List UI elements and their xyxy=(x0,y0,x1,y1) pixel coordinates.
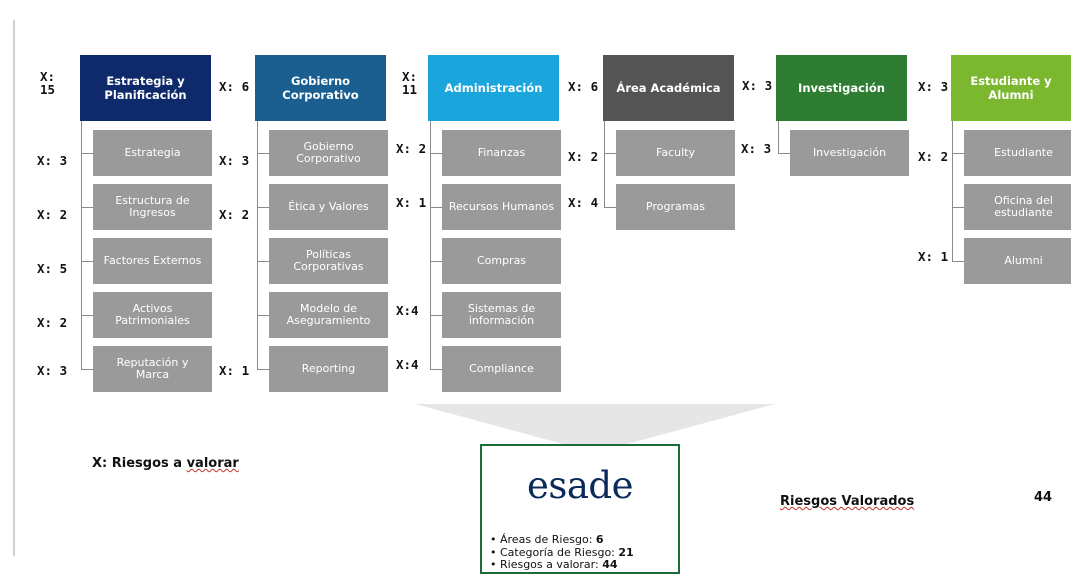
subcategory-risk-count: X: 2 xyxy=(37,315,68,330)
subcategory-box: Compliance xyxy=(442,346,561,392)
category-risk-count: X: 11 xyxy=(402,69,418,97)
connector-vertical xyxy=(430,121,431,369)
connector-vertical xyxy=(81,121,82,369)
subcategory-risk-count: X: 4 xyxy=(568,195,599,210)
subcategory-box: Finanzas xyxy=(442,130,561,176)
subcategory-box: Recursos Humanos xyxy=(442,184,561,230)
legend-prefix: X: Riesgos a xyxy=(92,456,187,471)
subcategory-box: Políticas Corporativas xyxy=(269,238,388,284)
subcategory-box: Gobierno Corporativo xyxy=(269,130,388,176)
category-risk-count: X: 3 xyxy=(918,79,949,94)
stat-risks: Riesgos a valorar: 44 xyxy=(490,558,634,572)
stat-risks-value: 44 xyxy=(602,558,618,571)
connector-horizontal xyxy=(81,261,93,262)
connector-horizontal xyxy=(604,207,616,208)
subcategory-box: Investigación xyxy=(790,130,909,176)
connector-horizontal xyxy=(430,315,442,316)
subcategory-risk-count: X: 1 xyxy=(918,249,949,264)
subcategory-box: Compras xyxy=(442,238,561,284)
subcategory-risk-count: X: 2 xyxy=(568,149,599,164)
connector-horizontal xyxy=(430,261,442,262)
subcategory-box: Estudiante xyxy=(964,130,1071,176)
subcategory-box: Faculty xyxy=(616,130,735,176)
left-divider xyxy=(13,20,15,556)
legend: X: Riesgos a valorar xyxy=(92,456,239,471)
category-header: Administración xyxy=(428,55,559,121)
subcategory-box: Alumni xyxy=(964,238,1071,284)
subcategory-risk-count: X: 3 xyxy=(219,153,250,168)
category-risk-count: X: 15 xyxy=(40,69,56,97)
subcategory-box: Factores Externos xyxy=(93,238,212,284)
connector-horizontal xyxy=(952,261,964,262)
subcategory-box: Estrategia xyxy=(93,130,212,176)
subcategory-box: Modelo de Aseguramiento xyxy=(269,292,388,338)
stat-categories: Categoría de Riesgo: 21 xyxy=(490,545,634,560)
subcategory-risk-count: X: 2 xyxy=(396,141,427,156)
subcategory-risk-count: X: 1 xyxy=(219,363,250,378)
connector-horizontal xyxy=(430,207,442,208)
connector-horizontal xyxy=(257,369,269,370)
connector-horizontal xyxy=(81,153,93,154)
subcategory-risk-count: X: 1 xyxy=(396,195,427,210)
stat-areas: Áreas de Riesgo: 6 xyxy=(490,533,634,547)
subcategory-box: Estructura de Ingresos xyxy=(93,184,212,230)
category-header: Estudiante y Alumni xyxy=(951,55,1071,121)
connector-horizontal xyxy=(257,261,269,262)
connector-horizontal xyxy=(257,315,269,316)
funnel-arrow xyxy=(415,404,775,444)
riesgos-valorados-label: Riesgos Valorados xyxy=(780,494,915,509)
category-header: Área Académica xyxy=(603,55,734,121)
connector-horizontal xyxy=(81,315,93,316)
category-risk-count: X: 6 xyxy=(568,79,599,94)
connector-vertical xyxy=(604,121,605,207)
connector-horizontal xyxy=(778,153,790,154)
subcategory-box: Oficina del estudiante xyxy=(964,184,1071,230)
connector-horizontal xyxy=(257,207,269,208)
subcategory-box: Ética y Valores xyxy=(269,184,388,230)
stat-categories-label: Categoría de Riesgo: xyxy=(500,545,619,559)
riesgos-valorados-value: 44 xyxy=(1034,490,1053,505)
connector-horizontal xyxy=(257,153,269,154)
category-risk-count: X: 3 xyxy=(742,78,773,93)
category-risk-count: X: 6 xyxy=(219,79,250,94)
stat-categories-value: 21 xyxy=(618,545,634,559)
subcategory-risk-count: X:4 xyxy=(396,303,419,318)
connector-vertical xyxy=(257,121,258,369)
esade-stats: Áreas de Riesgo: 6 Categoría de Riesgo: … xyxy=(490,533,634,572)
category-header: Gobierno Corporativo xyxy=(255,55,386,121)
esade-summary-box: esade Áreas de Riesgo: 6 Categoría de Ri… xyxy=(480,444,680,574)
subcategory-risk-count: X: 2 xyxy=(918,149,949,164)
subcategory-risk-count: X: 3 xyxy=(741,141,772,156)
subcategory-risk-count: X: 2 xyxy=(219,207,250,222)
stat-risks-label: Riesgos a valorar: xyxy=(500,558,603,571)
subcategory-box: Activos Patrimoniales xyxy=(93,292,212,338)
subcategory-box: Reputación y Marca xyxy=(93,346,212,392)
stat-areas-value: 6 xyxy=(595,533,604,546)
subcategory-box: Reporting xyxy=(269,346,388,392)
category-header: Estrategia y Planificación xyxy=(80,55,211,121)
subcategory-box: Programas xyxy=(616,184,735,230)
subcategory-risk-count: X: 3 xyxy=(37,153,68,168)
category-header: Investigación xyxy=(776,55,907,121)
connector-horizontal xyxy=(952,207,964,208)
connector-vertical xyxy=(778,121,779,153)
subcategory-risk-count: X: 3 xyxy=(37,363,68,378)
connector-vertical xyxy=(952,121,953,261)
subcategory-risk-count: X: 5 xyxy=(37,261,68,276)
subcategory-risk-count: X:4 xyxy=(396,357,419,372)
connector-horizontal xyxy=(430,153,442,154)
legend-word: valorar xyxy=(186,456,239,471)
connector-horizontal xyxy=(604,153,616,154)
subcategory-risk-count: X: 2 xyxy=(37,207,68,222)
connector-horizontal xyxy=(81,369,93,370)
stat-areas-label: Áreas de Riesgo: xyxy=(500,533,596,546)
connector-horizontal xyxy=(952,153,964,154)
subcategory-box: Sistemas de información xyxy=(442,292,561,338)
connector-horizontal xyxy=(81,207,93,208)
connector-horizontal xyxy=(430,369,442,370)
esade-logo: esade xyxy=(526,464,634,507)
